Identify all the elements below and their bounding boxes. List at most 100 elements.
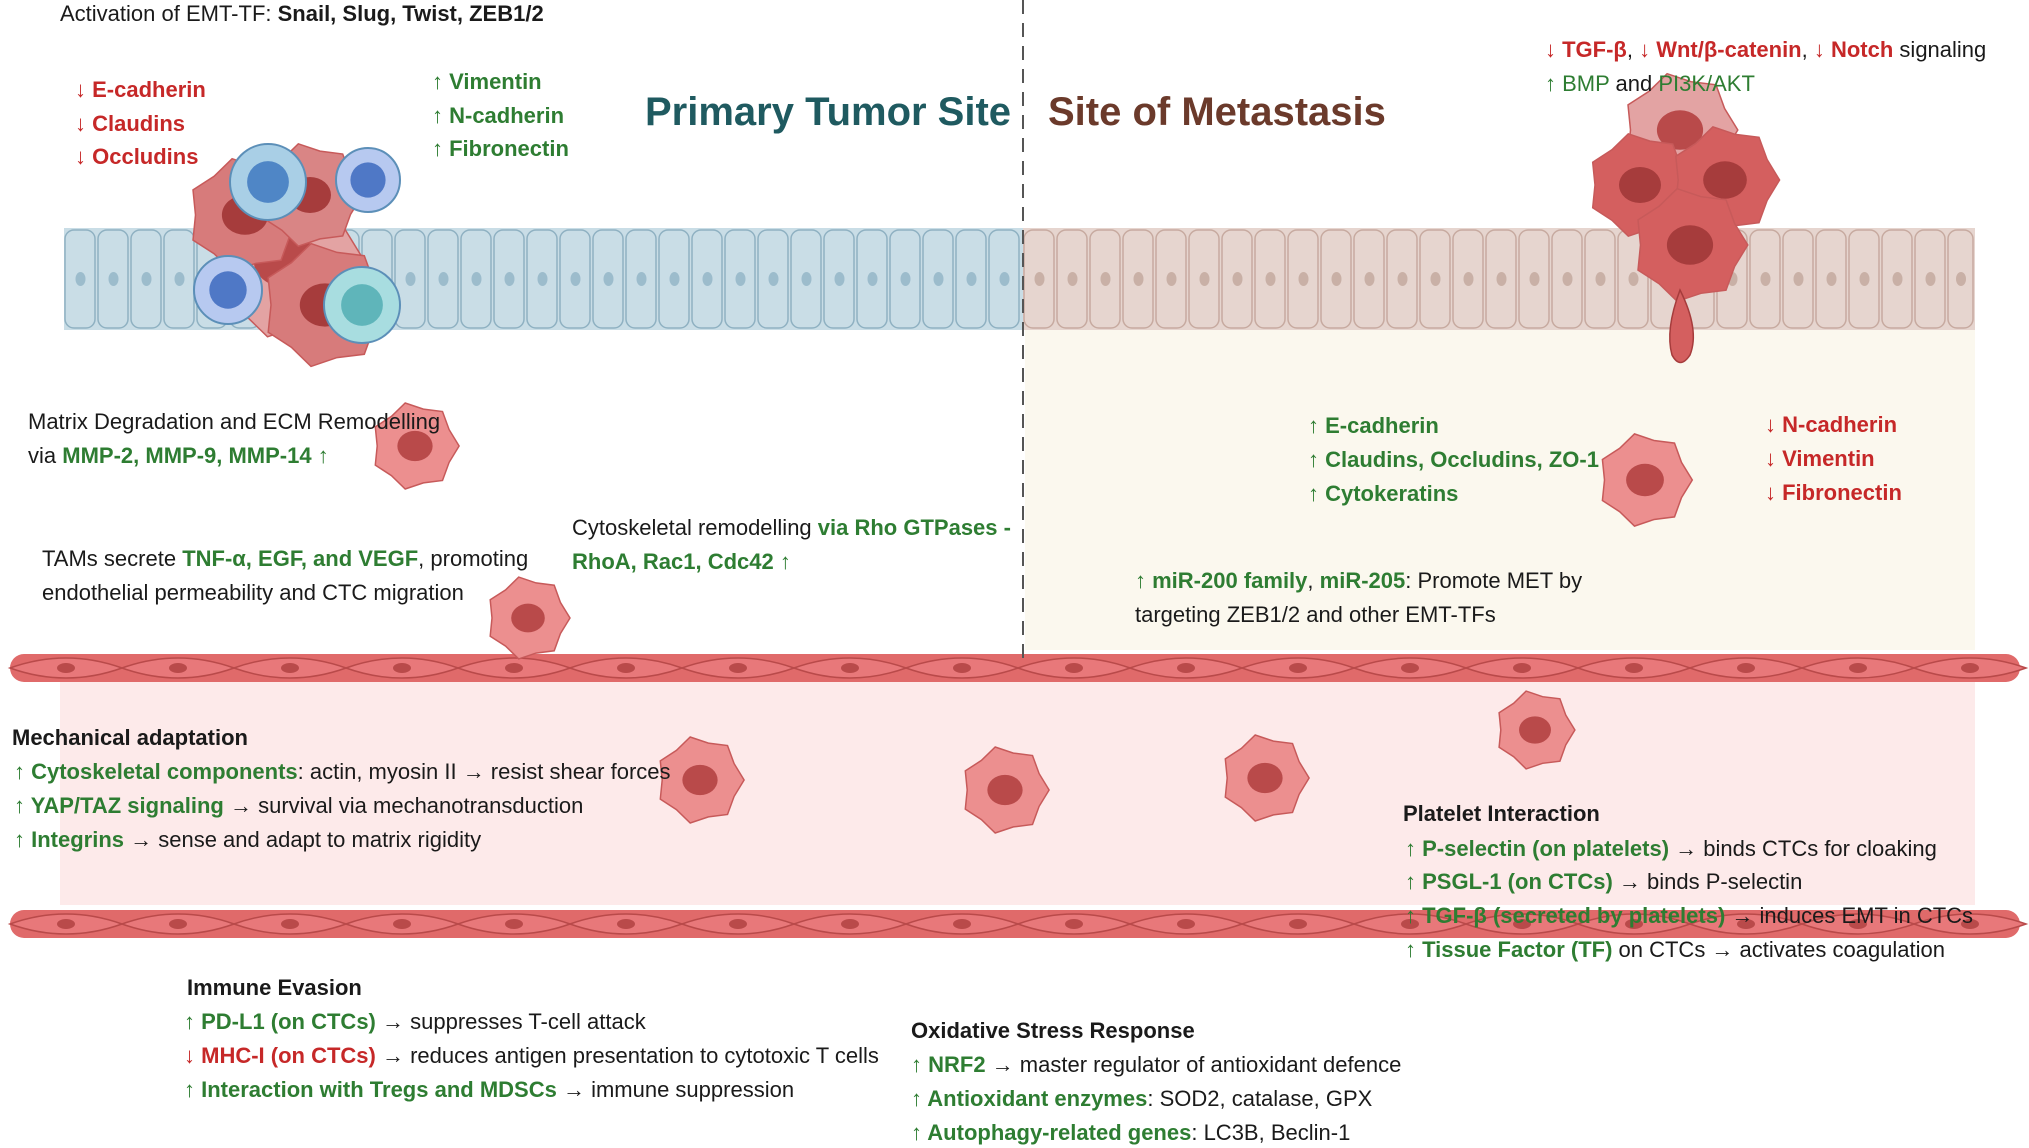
epithelial-nucleus: [834, 272, 845, 286]
endothelial-nucleus: [1737, 919, 1755, 929]
epithelial-nucleus: [1956, 272, 1966, 286]
epithelial-nucleus: [537, 272, 548, 286]
tumor-cell-nucleus: [1703, 161, 1747, 199]
endothelial-nucleus: [1513, 663, 1531, 673]
mechanical-item: ↑ Cytoskeletal components: actin, myosin…: [14, 758, 671, 786]
immune-item-text: → immune suppression: [556, 1077, 795, 1102]
metastasis-epithelium: [1023, 228, 1975, 330]
immune-item: ↑ Interaction with Tregs and MDSCs → imm…: [184, 1076, 794, 1104]
cell-illustrations: [192, 72, 1781, 834]
platelet-item: ↑ Tissue Factor (TF) on CTCs → activates…: [1405, 936, 1945, 964]
epithelial-nucleus: [1925, 272, 1936, 286]
oxidative-stress-heading: Oxidative Stress Response: [911, 1018, 1195, 1043]
platelet-item-highlight: ↑ P-selectin (on platelets): [1405, 836, 1670, 861]
epithelial-nucleus: [1826, 272, 1837, 286]
vessel-wall-bottom: [7, 910, 2029, 938]
endothelial-nucleus: [393, 663, 411, 673]
epithelial-nucleus: [603, 272, 614, 286]
platelet-item: ↑ PSGL-1 (on CTCs) → binds P-selectin: [1405, 868, 1802, 896]
mirna-mir200: ↑ miR-200 family: [1135, 568, 1308, 593]
tams-prefix: TAMs secrete: [42, 546, 183, 571]
endothelial-nucleus: [953, 919, 971, 929]
met-signal-and: and: [1609, 71, 1659, 96]
epithelial-nucleus: [1430, 272, 1441, 286]
epithelial-nucleus: [1133, 272, 1144, 286]
oxidative-item: ↑ Antioxidant enzymes: SOD2, catalase, G…: [911, 1085, 1372, 1113]
cytoskeleton-gtpases: RhoA, Rac1, Cdc42: [572, 549, 774, 574]
emt-up-marker-fibronectin: ↑ Fibronectin: [432, 136, 569, 161]
endothelial-nucleus: [393, 919, 411, 929]
epithelial-nucleus: [1496, 272, 1507, 286]
endothelial-nucleus: [1961, 919, 1979, 929]
epithelial-nucleus: [867, 272, 878, 286]
platelet-item-highlight: ↑ Tissue Factor (TF): [1405, 937, 1613, 962]
tumor-cell-nucleus: [987, 774, 1023, 806]
met-signaling-line2: ↑ BMP and PI3K/AKT: [1545, 70, 1755, 98]
oxidative-item-highlight: ↑ Autophagy-related genes: [911, 1120, 1192, 1145]
emt-activation-prefix: Activation of EMT-TF:: [60, 1, 278, 26]
cytoskeleton-prefix: Cytoskeletal remodelling: [572, 515, 818, 540]
endothelial-nucleus: [1625, 663, 1643, 673]
epithelial-nucleus: [141, 272, 152, 286]
endothelial-nucleus: [169, 919, 187, 929]
epithelial-nucleus: [1595, 272, 1606, 286]
epithelial-nucleus: [1364, 272, 1375, 286]
epithelial-nucleus: [966, 272, 977, 286]
epithelial-nucleus: [1034, 272, 1045, 286]
tumor-cell-nucleus: [682, 764, 718, 796]
endothelial-nucleus: [1401, 663, 1419, 673]
tumor-cell-nucleus: [1656, 110, 1704, 150]
emt-activation-line: Activation of EMT-TF: Snail, Slug, Twist…: [60, 0, 544, 28]
platelet-interaction-heading: Platelet Interaction: [1403, 801, 1600, 826]
endothelial-nucleus: [729, 919, 747, 929]
immune-cell-nucleus: [247, 161, 289, 203]
emt-down-marker-claudins: ↓ Claudins: [75, 111, 186, 136]
matrix-up-arrow: ↑: [311, 443, 329, 468]
oxidative-item: ↑ NRF2 → master regulator of antioxidant…: [911, 1051, 1401, 1079]
cytoskeleton-up-arrow: ↑: [773, 549, 791, 574]
met-down-marker-ncadherin: ↓ N-cadherin: [1765, 412, 1898, 437]
mirna-text1: : Promote MET by: [1405, 568, 1583, 593]
immune-item: ↓ MHC-I (on CTCs) → reduces antigen pres…: [184, 1042, 879, 1070]
tams-factors: TNF-α, EGF, and VEGF: [182, 546, 419, 571]
matrix-mmps: MMP-2, MMP-9, MMP-14: [62, 443, 312, 468]
tumor-cell-nucleus: [1619, 167, 1661, 203]
tams-line2: endothelial permeability and CTC migrati…: [42, 580, 464, 605]
emt-up-marker-vimentin: ↑ Vimentin: [432, 69, 542, 94]
platelet-item-highlight: ↑ TGF-β (secreted by platelets): [1405, 903, 1726, 928]
metastasis-site-title: Site of Metastasis: [1048, 90, 1386, 134]
endothelial-nucleus: [1289, 919, 1307, 929]
met-down-marker-vimentin: ↓ Vimentin: [1765, 446, 1875, 471]
tumor-cell-nucleus: [1626, 463, 1664, 497]
immune-item-highlight: ↓ MHC-I (on CTCs): [184, 1043, 376, 1068]
met-up-marker-ecadherin: ↑ E-cadherin: [1308, 413, 1439, 438]
epithelial-nucleus: [75, 272, 86, 286]
met-up-marker-cytokeratins: ↑ Cytokeratins: [1308, 481, 1459, 506]
met-signal-tgfb: ↓ TGF-β: [1545, 37, 1627, 62]
epithelial-nucleus: [1331, 272, 1342, 286]
endothelial-nucleus: [729, 663, 747, 673]
endothelial-nucleus: [1625, 919, 1643, 929]
cytoskeleton-via: via Rho GTPases -: [817, 515, 1011, 540]
mechanical-item-highlight: ↑ Integrins: [14, 827, 125, 852]
epithelial-nucleus: [471, 272, 482, 286]
met-signal-suffix: signaling: [1893, 37, 1987, 62]
tams-line1: TAMs secrete TNF-α, EGF, and VEGF, promo…: [42, 545, 528, 573]
immune-item-highlight: ↑ Interaction with Tregs and MDSCs: [184, 1077, 557, 1102]
endothelial-nucleus: [1401, 919, 1419, 929]
epithelial-nucleus: [999, 272, 1010, 286]
endothelial-nucleus: [505, 919, 523, 929]
endothelial-nucleus: [617, 663, 635, 673]
endothelial-nucleus: [1849, 663, 1867, 673]
endothelial-nucleus: [1961, 663, 1979, 673]
emt-down-marker-ecadherin: ↓ E-cadherin: [75, 77, 206, 102]
epithelial-nucleus: [174, 272, 185, 286]
epithelial-nucleus: [1892, 272, 1903, 286]
mechanical-item: ↑ YAP/TAZ signaling → survival via mecha…: [14, 792, 583, 820]
tumor-cell-nucleus: [397, 430, 433, 462]
met-signal-sep1: ,: [1626, 37, 1640, 62]
oxidative-item-highlight: ↑ NRF2: [911, 1052, 986, 1077]
platelet-item-text: → binds P-selectin: [1612, 869, 1803, 894]
endothelial-nucleus: [1513, 919, 1531, 929]
immune-item: ↑ PD-L1 (on CTCs) → suppresses T-cell at…: [184, 1008, 646, 1036]
